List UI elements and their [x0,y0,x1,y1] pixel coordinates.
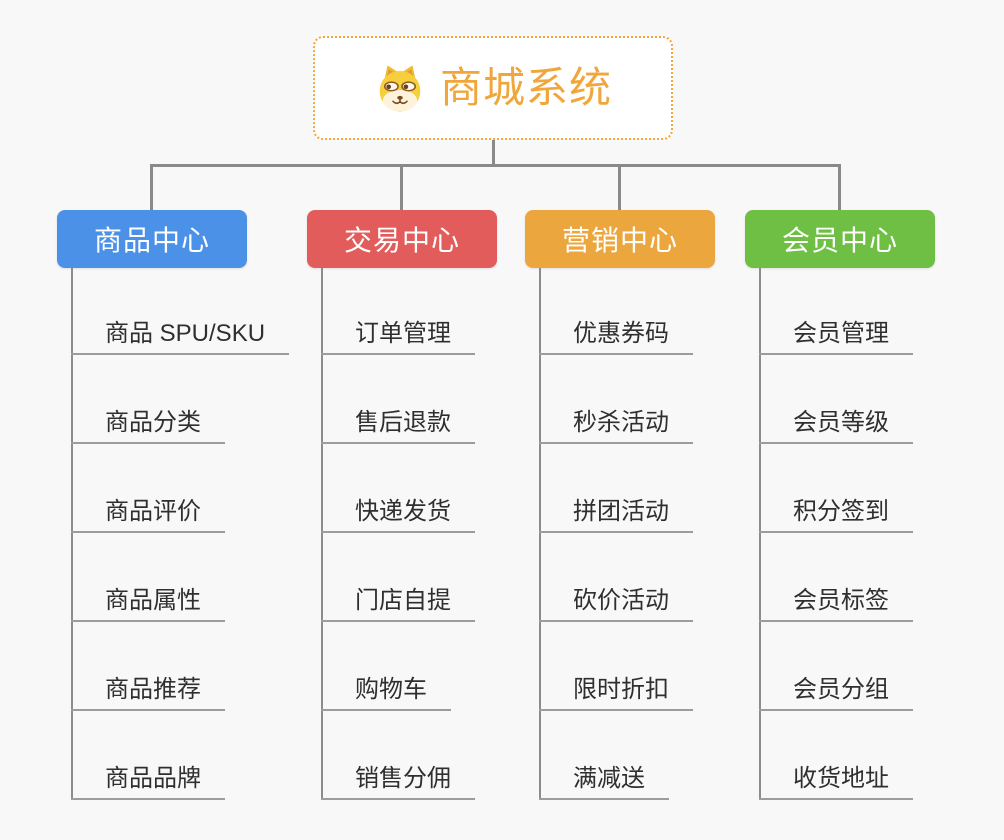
subtopic-sales-commission[interactable]: 销售分佣 [321,756,475,800]
subtopic-express-delivery[interactable]: 快递发货 [321,489,475,533]
connector-drop-marketing [618,164,621,211]
branch-trunk-line [321,268,323,800]
subtopic-flash-sale[interactable]: 秒杀活动 [539,400,693,444]
subtopic-product-recommend[interactable]: 商品推荐 [71,667,225,711]
subtopic-aftersale-refund[interactable]: 售后退款 [321,400,475,444]
subtopic-points-checkin[interactable]: 积分签到 [759,489,913,533]
branch-trade-center: 交易中心 订单管理 售后退款 快递发货 门店自提 购物车 销售分佣 [307,210,547,810]
subtopic-shipping-address[interactable]: 收货地址 [759,756,913,800]
connector-drop-member [838,164,841,211]
subtopic-product-review[interactable]: 商品评价 [71,489,225,533]
branch-trunk-line [539,268,541,800]
subtopic-coupon-code[interactable]: 优惠券码 [539,311,693,355]
subtopic-member-groups[interactable]: 会员分组 [759,667,913,711]
connector-drop-product [150,164,153,211]
subtopic-shopping-cart[interactable]: 购物车 [321,667,451,711]
root-topic[interactable]: 商城系统 [313,36,673,140]
root-topic-title: 商城系统 [439,64,612,111]
connector-drop-trade [400,164,403,211]
subtopic-product-brand[interactable]: 商品品牌 [71,756,225,800]
connector-horizontal-bar [150,164,840,167]
subtopic-group-buy[interactable]: 拼团活动 [539,489,693,533]
branch-member-center: 会员中心 会员管理 会员等级 积分签到 会员标签 会员分组 收货地址 [745,210,985,810]
branch-marketing-center: 营销中心 优惠券码 秒杀活动 拼团活动 砍价活动 限时折扣 满减送 [525,210,765,810]
branch-topic-product-center[interactable]: 商品中心 [57,210,247,268]
subtopic-product-category[interactable]: 商品分类 [71,400,225,444]
subtopic-product-spu-sku[interactable]: 商品 SPU/SKU [71,311,290,355]
subtopic-limited-time-discount[interactable]: 限时折扣 [539,667,693,711]
subtopic-bargain-activity[interactable]: 砍价活动 [539,578,693,622]
subtopic-product-attribute[interactable]: 商品属性 [71,578,225,622]
subtopic-store-pickup[interactable]: 门店自提 [321,578,475,622]
branch-topic-marketing-center[interactable]: 营销中心 [525,210,715,268]
branch-product-center: 商品中心 商品 SPU/SKU 商品分类 商品评价 商品属性 商品推荐 商品品牌 [57,210,297,810]
subtopic-member-level[interactable]: 会员等级 [759,400,913,444]
subtopic-member-management[interactable]: 会员管理 [759,311,913,355]
subtopic-order-management[interactable]: 订单管理 [321,311,475,355]
branch-trunk-line [759,268,761,800]
doge-icon [379,65,421,112]
subtopic-member-tags[interactable]: 会员标签 [759,578,913,622]
branch-topic-trade-center[interactable]: 交易中心 [307,210,497,268]
branch-topic-member-center[interactable]: 会员中心 [745,210,935,268]
branch-trunk-line [71,268,73,800]
subtopic-spend-and-save[interactable]: 满减送 [539,756,669,800]
connector-root-stem [492,140,495,167]
